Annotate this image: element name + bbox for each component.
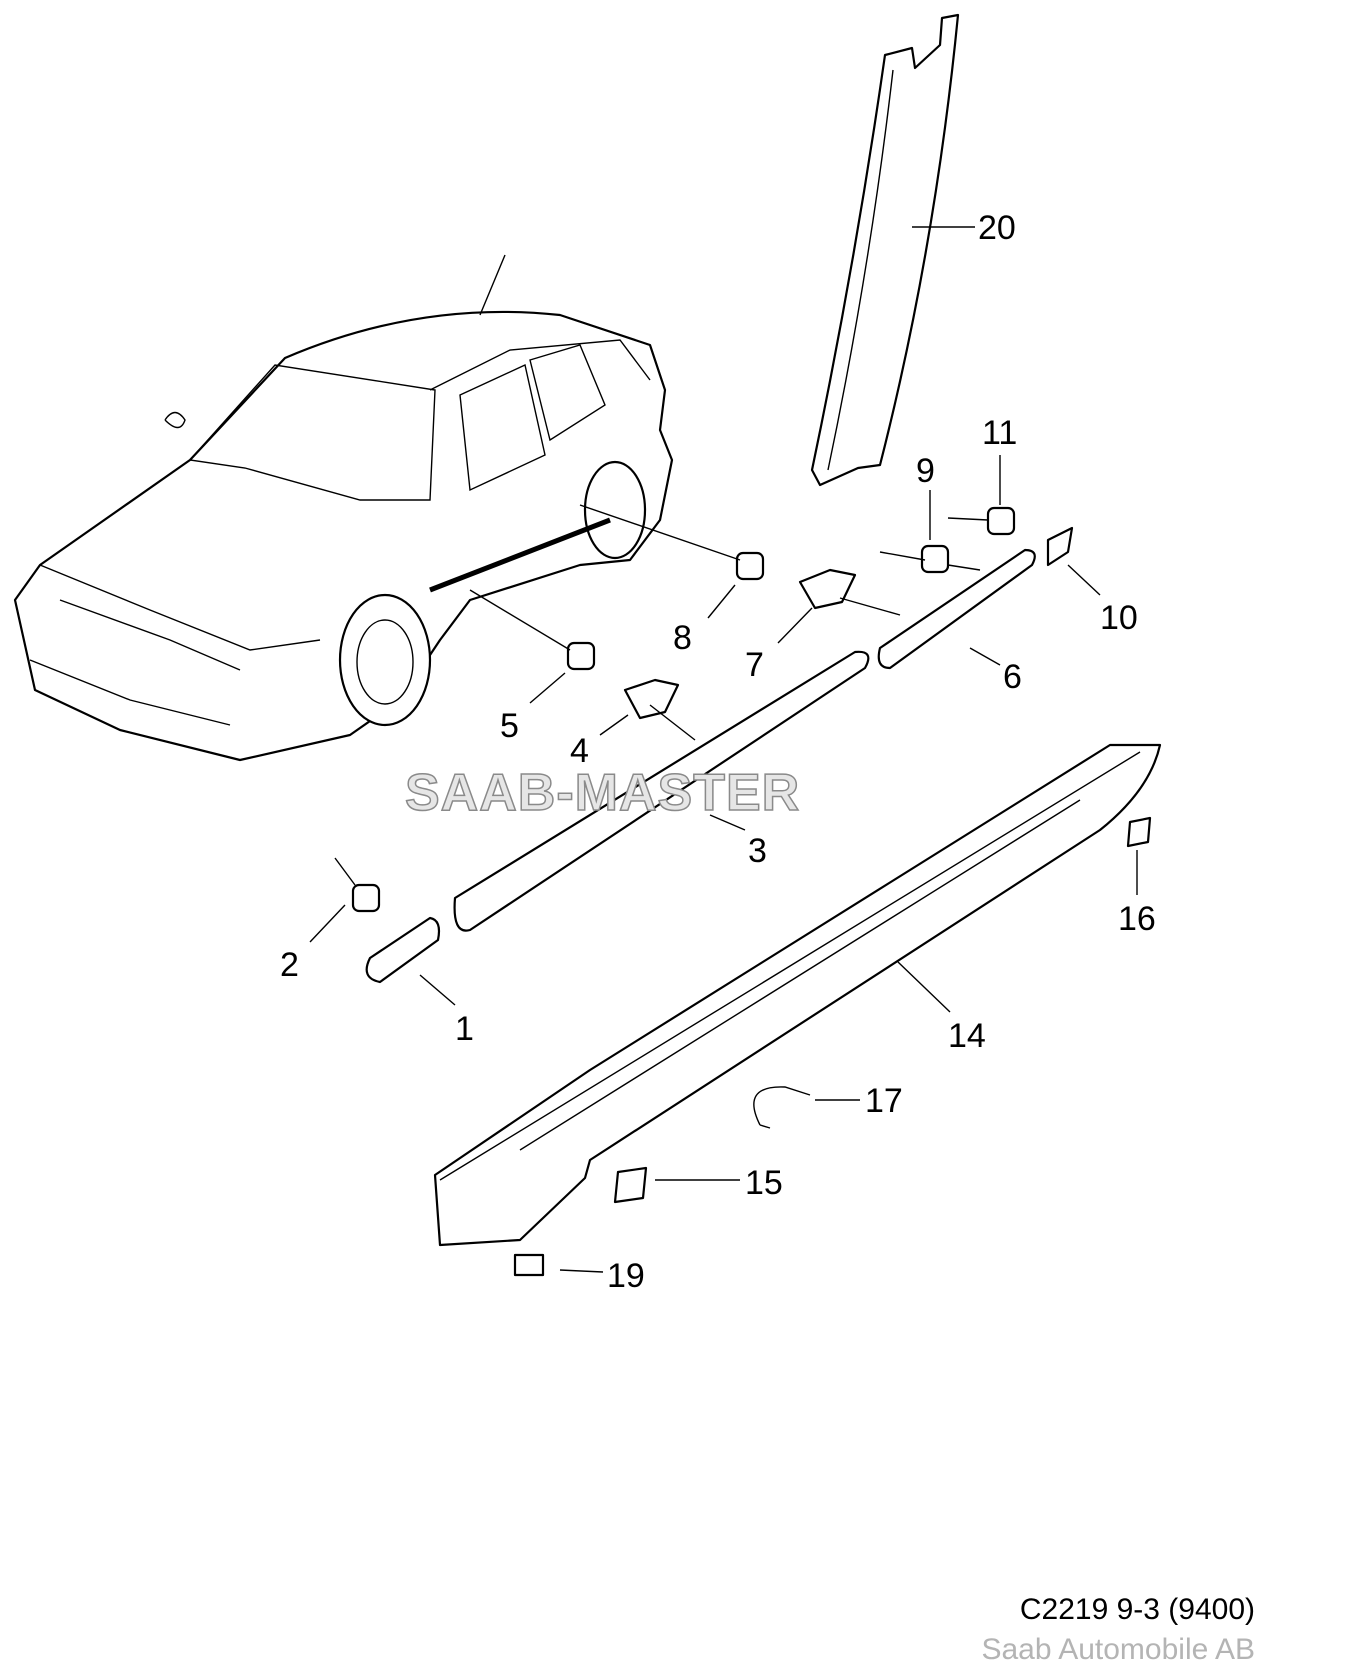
callout-3: 3: [748, 832, 767, 870]
callout-7: 7: [745, 646, 764, 684]
part-10-cap: [1046, 526, 1074, 567]
part-6-molding: [877, 548, 1036, 670]
callout-19: 19: [607, 1257, 645, 1295]
callout-1: 1: [455, 1010, 474, 1048]
company-name: Saab Automobile AB: [981, 1633, 1255, 1666]
part-20-pillar-strip: [810, 13, 960, 487]
callout-17: 17: [865, 1082, 903, 1120]
callout-8: 8: [673, 619, 692, 657]
diagram-reference: C2219 9-3 (9400): [1019, 1593, 1255, 1626]
callout-11: 11: [982, 414, 1017, 452]
callout-2: 2: [280, 946, 299, 984]
callout-20: 20: [978, 209, 1016, 247]
part-14-sill: [433, 743, 1162, 1247]
car-illustration: [13, 254, 674, 762]
callout-9: 9: [916, 452, 935, 490]
callouts: 1 2 3 4 5 6 7 8 9 10 11 14 15 16 17 19 2…: [280, 209, 1156, 1295]
callout-4: 4: [570, 732, 589, 770]
callout-5: 5: [500, 707, 519, 745]
callout-6: 6: [1003, 658, 1022, 696]
part-3-molding: [453, 650, 870, 932]
watermark: SAAB-MASTER: [405, 764, 800, 822]
part-1-cap: [365, 916, 441, 984]
callout-16: 16: [1118, 900, 1156, 938]
callout-10: 10: [1100, 599, 1138, 637]
callout-15: 15: [745, 1164, 783, 1202]
clips: [351, 506, 1152, 1277]
callout-14: 14: [948, 1017, 986, 1055]
